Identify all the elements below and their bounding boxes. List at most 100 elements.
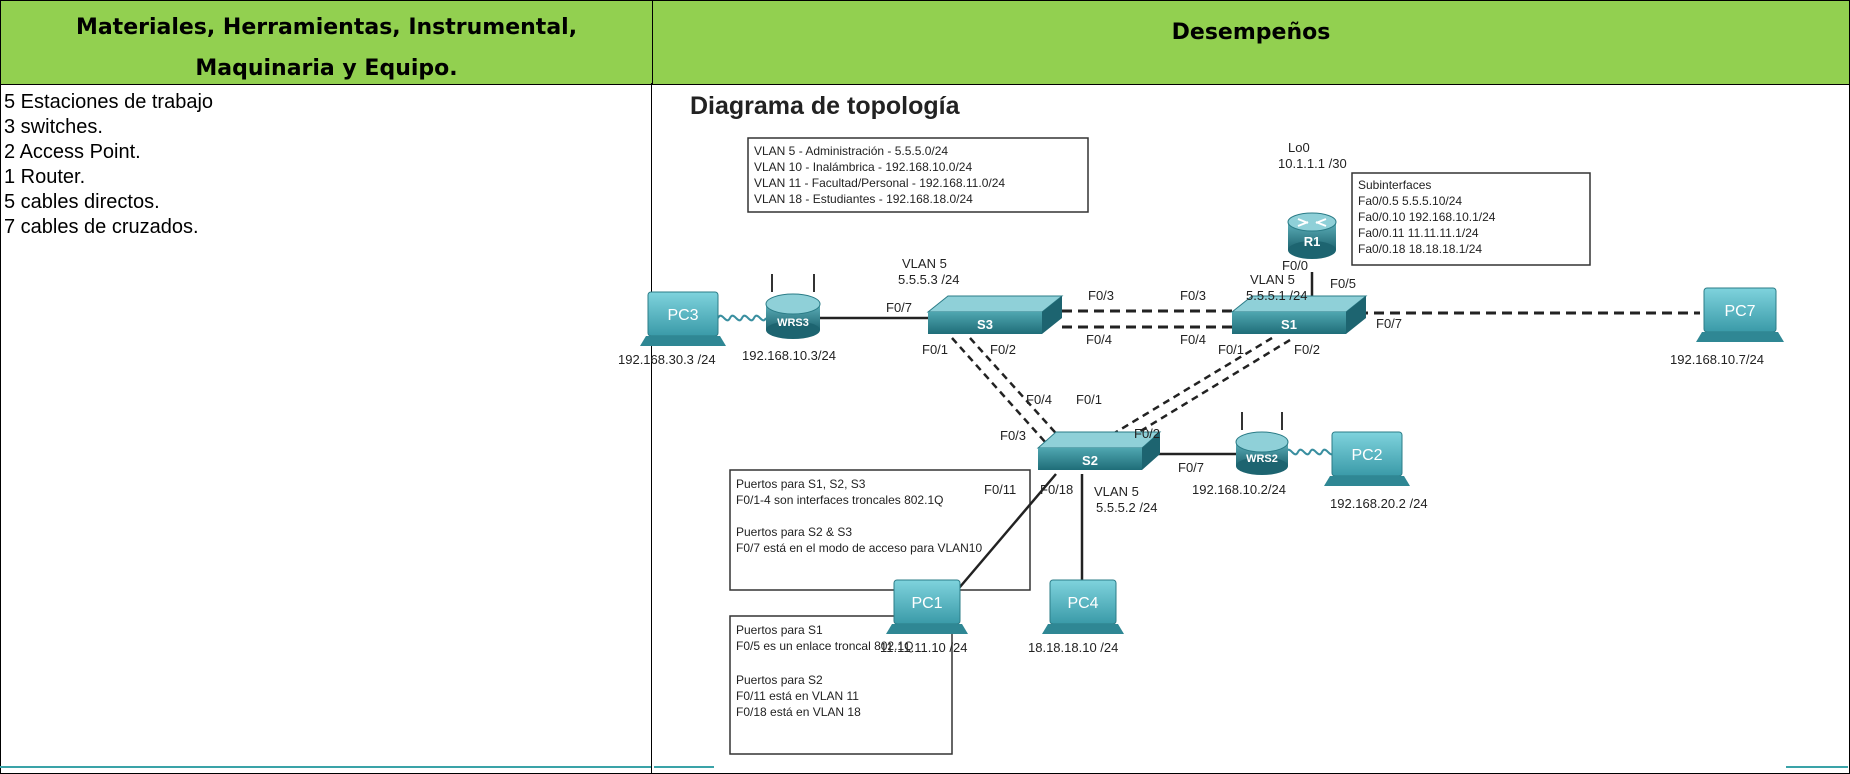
link-s2-pc1 (953, 473, 1057, 595)
ports-note-line: F0/7 está en el modo de acceso para VLAN… (736, 541, 982, 555)
port-label: F0/4 (1086, 332, 1112, 347)
port-label: F0/7 (1376, 316, 1402, 331)
subinterface-line: Subinterfaces (1358, 178, 1431, 192)
pc4-label: PC4 (1067, 595, 1098, 612)
pc7-ip-label: 192.168.10.7/24 (1670, 352, 1764, 367)
wrs2-ip-label: 192.168.10.2/24 (1192, 482, 1286, 497)
port-label: F0/11 (984, 482, 1016, 497)
vlan-legend-line: VLAN 10 - Inalámbrica - 192.168.10.0/24 (754, 160, 972, 174)
s2-ip-label: 5.5.5.2 /24 (1096, 500, 1157, 515)
header-materials-line2: Maquinaria y Equipo. (195, 56, 458, 81)
port-label: F0/2 (1134, 426, 1160, 441)
wireless-router-wrs3-icon: WRS3 (765, 274, 821, 339)
wireless-link-pc3 (717, 314, 767, 322)
loopback-ip: 10.1.1.1 /30 (1278, 156, 1347, 171)
switch-s3-icon: S3 (926, 295, 1064, 334)
router-r1-icon: R1 (1287, 212, 1337, 259)
port-label: F0/7 (886, 300, 912, 315)
vlan-legend-box (747, 137, 1089, 213)
s2-label: S2 (1082, 453, 1098, 468)
port-label: F0/1 (922, 342, 948, 357)
subinterface-line: Fa0/0.18 18.18.18.1/24 (1358, 242, 1482, 256)
ports-note-line: F0/11 está en VLAN 11 (736, 689, 859, 703)
teal-rule-mid (654, 766, 714, 768)
header-performance-text: Desempeños (1171, 20, 1331, 45)
port-label: F0/3 (1088, 288, 1114, 303)
wrs3-ip-label: 192.168.10.3/24 (742, 348, 836, 363)
teal-rule-left (0, 766, 651, 768)
s1-vlan-label: VLAN 5 (1250, 272, 1295, 287)
link-s1-s2-a (1097, 336, 1273, 445)
topology-diagram: Diagrama de topología VLAN 5 - Administr… (618, 92, 1784, 755)
wrs2-label: WRS2 (1246, 453, 1278, 465)
pc3-ip-label: 192.168.30.3 /24 (618, 352, 716, 367)
materials-item: 7 cables de cruzados. (4, 216, 199, 238)
header-materials: Materiales, Herramientas, Instrumental, … (1, 1, 653, 85)
s2-vlan-label: VLAN 5 (1094, 484, 1139, 499)
port-label: F0/2 (990, 342, 1016, 357)
materials-item: 1 Router. (4, 166, 86, 188)
column-divider (651, 83, 652, 774)
port-label: F0/3 (1000, 428, 1026, 443)
ports-note-line: F0/1-4 son interfaces troncales 802.1Q (736, 493, 943, 507)
pc7-icon: PC7 (1696, 287, 1784, 342)
wireless-link-pc2 (1285, 448, 1335, 456)
ports-note-box-2 (729, 615, 953, 755)
pc4-icon: PC4 (1042, 579, 1124, 634)
pc3-label: PC3 (667, 307, 698, 324)
subinterface-line: Fa0/0.10 192.168.10.1/24 (1358, 210, 1496, 224)
materials-item: 5 cables directos. (4, 191, 160, 213)
header-performance: Desempeños (653, 1, 1849, 85)
r1-label: R1 (1304, 234, 1321, 249)
pc1-ip-label: 11.11.11.10 /24 (880, 640, 967, 655)
ports-note-line: F0/18 está en VLAN 18 (736, 705, 861, 719)
ports-note-line: Puertos para S1 (736, 623, 823, 637)
link-s3-s2-b (969, 337, 1063, 441)
pc2-icon: PC2 (1324, 431, 1410, 486)
materials-item: 3 switches. (4, 116, 103, 138)
materials-list: 5 Estaciones de trabajo 3 switches. 2 Ac… (4, 90, 213, 240)
pc2-label: PC2 (1351, 447, 1382, 464)
materials-item: 5 Estaciones de trabajo (4, 91, 214, 113)
ports-note-line: Puertos para S2 (736, 673, 823, 687)
pc4-ip-label: 18.18.18.10 /24 (1028, 640, 1118, 655)
materials-item: 2 Access Point. (4, 141, 141, 163)
ports-note-box-1 (729, 469, 1031, 591)
s1-label: S1 (1281, 317, 1297, 332)
pc3-icon: PC3 (640, 291, 726, 346)
subinterfaces-box (1351, 172, 1591, 266)
wireless-router-wrs2-icon: WRS2 (1235, 412, 1289, 475)
header-materials-line1: Materiales, Herramientas, Instrumental, (75, 15, 578, 40)
port-label: F0/2 (1294, 342, 1320, 357)
loopback-label: Lo0 (1288, 140, 1310, 155)
teal-rule-right (1786, 766, 1848, 768)
port-label: F0/4 (1026, 392, 1052, 407)
switch-s1-icon: S1 (1230, 295, 1368, 334)
s1-ip-label: 5.5.5.1 /24 (1246, 288, 1307, 303)
port-label: F0/4 (1180, 332, 1206, 347)
port-label: F0/3 (1180, 288, 1206, 303)
link-s1-s2-b (1115, 338, 1291, 448)
s3-ip-label: 5.5.5.3 /24 (898, 272, 959, 287)
wrs3-label: WRS3 (777, 317, 809, 329)
port-label: F0/18 (1040, 482, 1073, 497)
vlan-legend-line: VLAN 5 - Administración - 5.5.5.0/24 (754, 144, 948, 158)
pc1-label: PC1 (911, 595, 942, 612)
vlan-legend-line: VLAN 18 - Estudiantes - 192.168.18.0/24 (754, 192, 973, 206)
ports-note-line: Puertos para S2 & S3 (736, 525, 852, 539)
s3-vlan-label: VLAN 5 (902, 256, 947, 271)
pc2-ip-label: 192.168.20.2 /24 (1330, 496, 1428, 511)
pc1-icon: PC1 (886, 579, 968, 634)
switch-s2-icon: S2 (1036, 431, 1162, 470)
port-label: F0/5 (1330, 276, 1356, 291)
subinterface-line: Fa0/0.5 5.5.5.10/24 (1358, 194, 1462, 208)
s3-label: S3 (977, 317, 993, 332)
port-label: F0/7 (1178, 460, 1204, 475)
port-label: F0/1 (1076, 392, 1102, 407)
ports-note-line: F0/5 es un enlace troncal 802.1Q (736, 639, 913, 653)
r1-port-label: F0/0 (1282, 258, 1308, 273)
diagram-title: Diagrama de topología (690, 92, 961, 120)
ports-note-line: Puertos para S1, S2, S3 (736, 477, 866, 491)
vlan-legend-line: VLAN 11 - Facultad/Personal - 192.168.11… (754, 176, 1005, 190)
